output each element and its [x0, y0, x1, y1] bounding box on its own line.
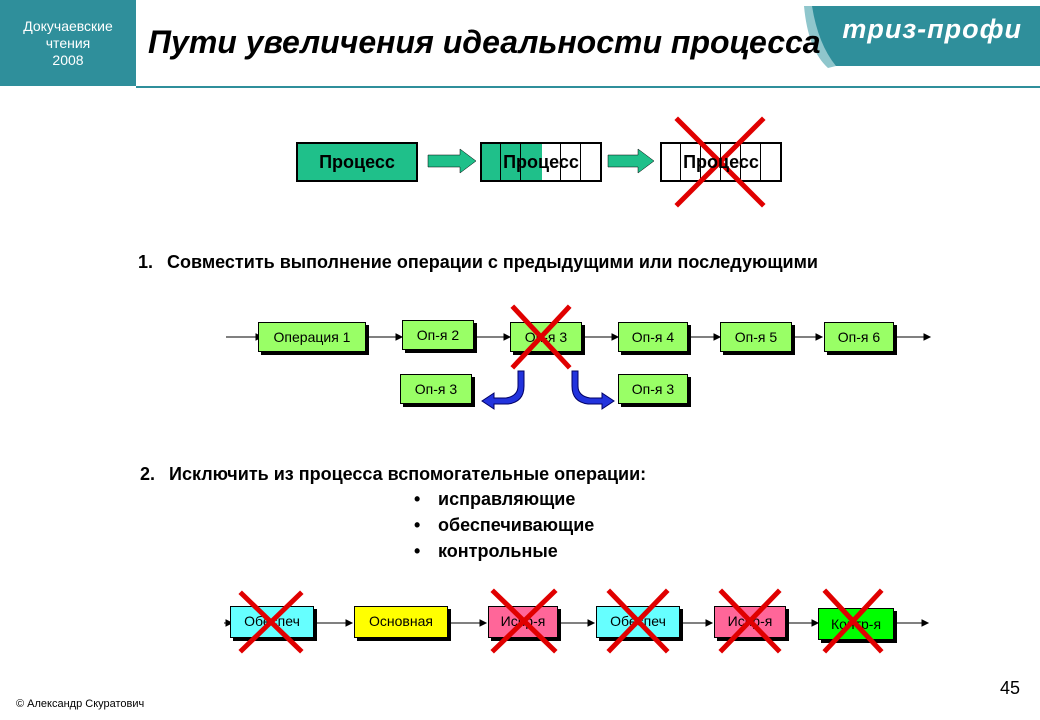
process-box-original: Процесс	[296, 142, 418, 182]
divider	[760, 144, 761, 180]
top-arrow-1	[427, 148, 477, 174]
op-box-5: Оп-я 5	[720, 322, 792, 352]
divider	[580, 144, 581, 180]
cross-icon	[510, 304, 572, 370]
brand-logo: триз-профи	[842, 14, 1022, 44]
conference-badge: Докучаевские чтения 2008	[0, 0, 136, 86]
cross-icon	[606, 588, 670, 654]
copyright: © Александр Скуратович	[16, 698, 145, 710]
page-number: 45	[999, 678, 1020, 698]
divider	[560, 144, 561, 180]
logo-banner	[808, 6, 1040, 66]
process-box-compressed: Процесс	[480, 142, 602, 182]
op-box-3-moved-right: Оп-я 3	[618, 374, 688, 404]
op-box-6: Оп-я 6	[824, 322, 894, 352]
process-box-eliminated: Процесс	[660, 142, 782, 182]
cross-icon	[674, 116, 766, 208]
op-box-1: Операция 1	[258, 322, 366, 352]
header-divider	[136, 86, 1040, 88]
badge-line-1: Докучаевские	[23, 17, 113, 34]
cross-icon	[490, 588, 558, 654]
bullet-item: контрольные	[414, 538, 594, 564]
blue-arrow-left-icon	[481, 370, 525, 410]
process-box-compressed-label: Процесс	[503, 151, 579, 172]
badge-line-2: чтения	[45, 34, 91, 51]
divider	[680, 144, 681, 180]
top-arrow-2	[607, 148, 655, 174]
bullet-list: исправляющие обеспечивающие контрольные	[414, 486, 594, 564]
process-box-eliminated-label: Процесс	[683, 151, 759, 172]
item2-heading: 2. Исключить из процесса вспомогательные…	[140, 464, 647, 484]
badge-line-3: 2008	[52, 51, 84, 68]
cross-icon	[718, 588, 782, 654]
blue-arrow-right-icon	[571, 370, 615, 410]
row1-connectors	[226, 333, 932, 341]
op-box-4: Оп-я 4	[618, 322, 688, 352]
divider	[740, 144, 741, 180]
page-title: Пути увеличения идеальности процесса	[148, 24, 821, 60]
divider	[500, 144, 501, 180]
op-box-3-moved-left: Оп-я 3	[400, 374, 472, 404]
divider	[700, 144, 701, 180]
logo-banner-stripe	[804, 6, 836, 68]
chain-box-main: Основная	[354, 606, 448, 638]
bullet-item: обеспечивающие	[414, 512, 594, 538]
op-box-2: Оп-я 2	[402, 320, 474, 350]
divider	[520, 144, 521, 180]
item1-heading: 1. Совместить выполнение операции с пред…	[138, 252, 818, 272]
cross-icon	[822, 588, 884, 654]
row2-connectors	[224, 619, 930, 627]
bullet-item: исправляющие	[414, 486, 594, 512]
cross-icon	[238, 590, 304, 654]
